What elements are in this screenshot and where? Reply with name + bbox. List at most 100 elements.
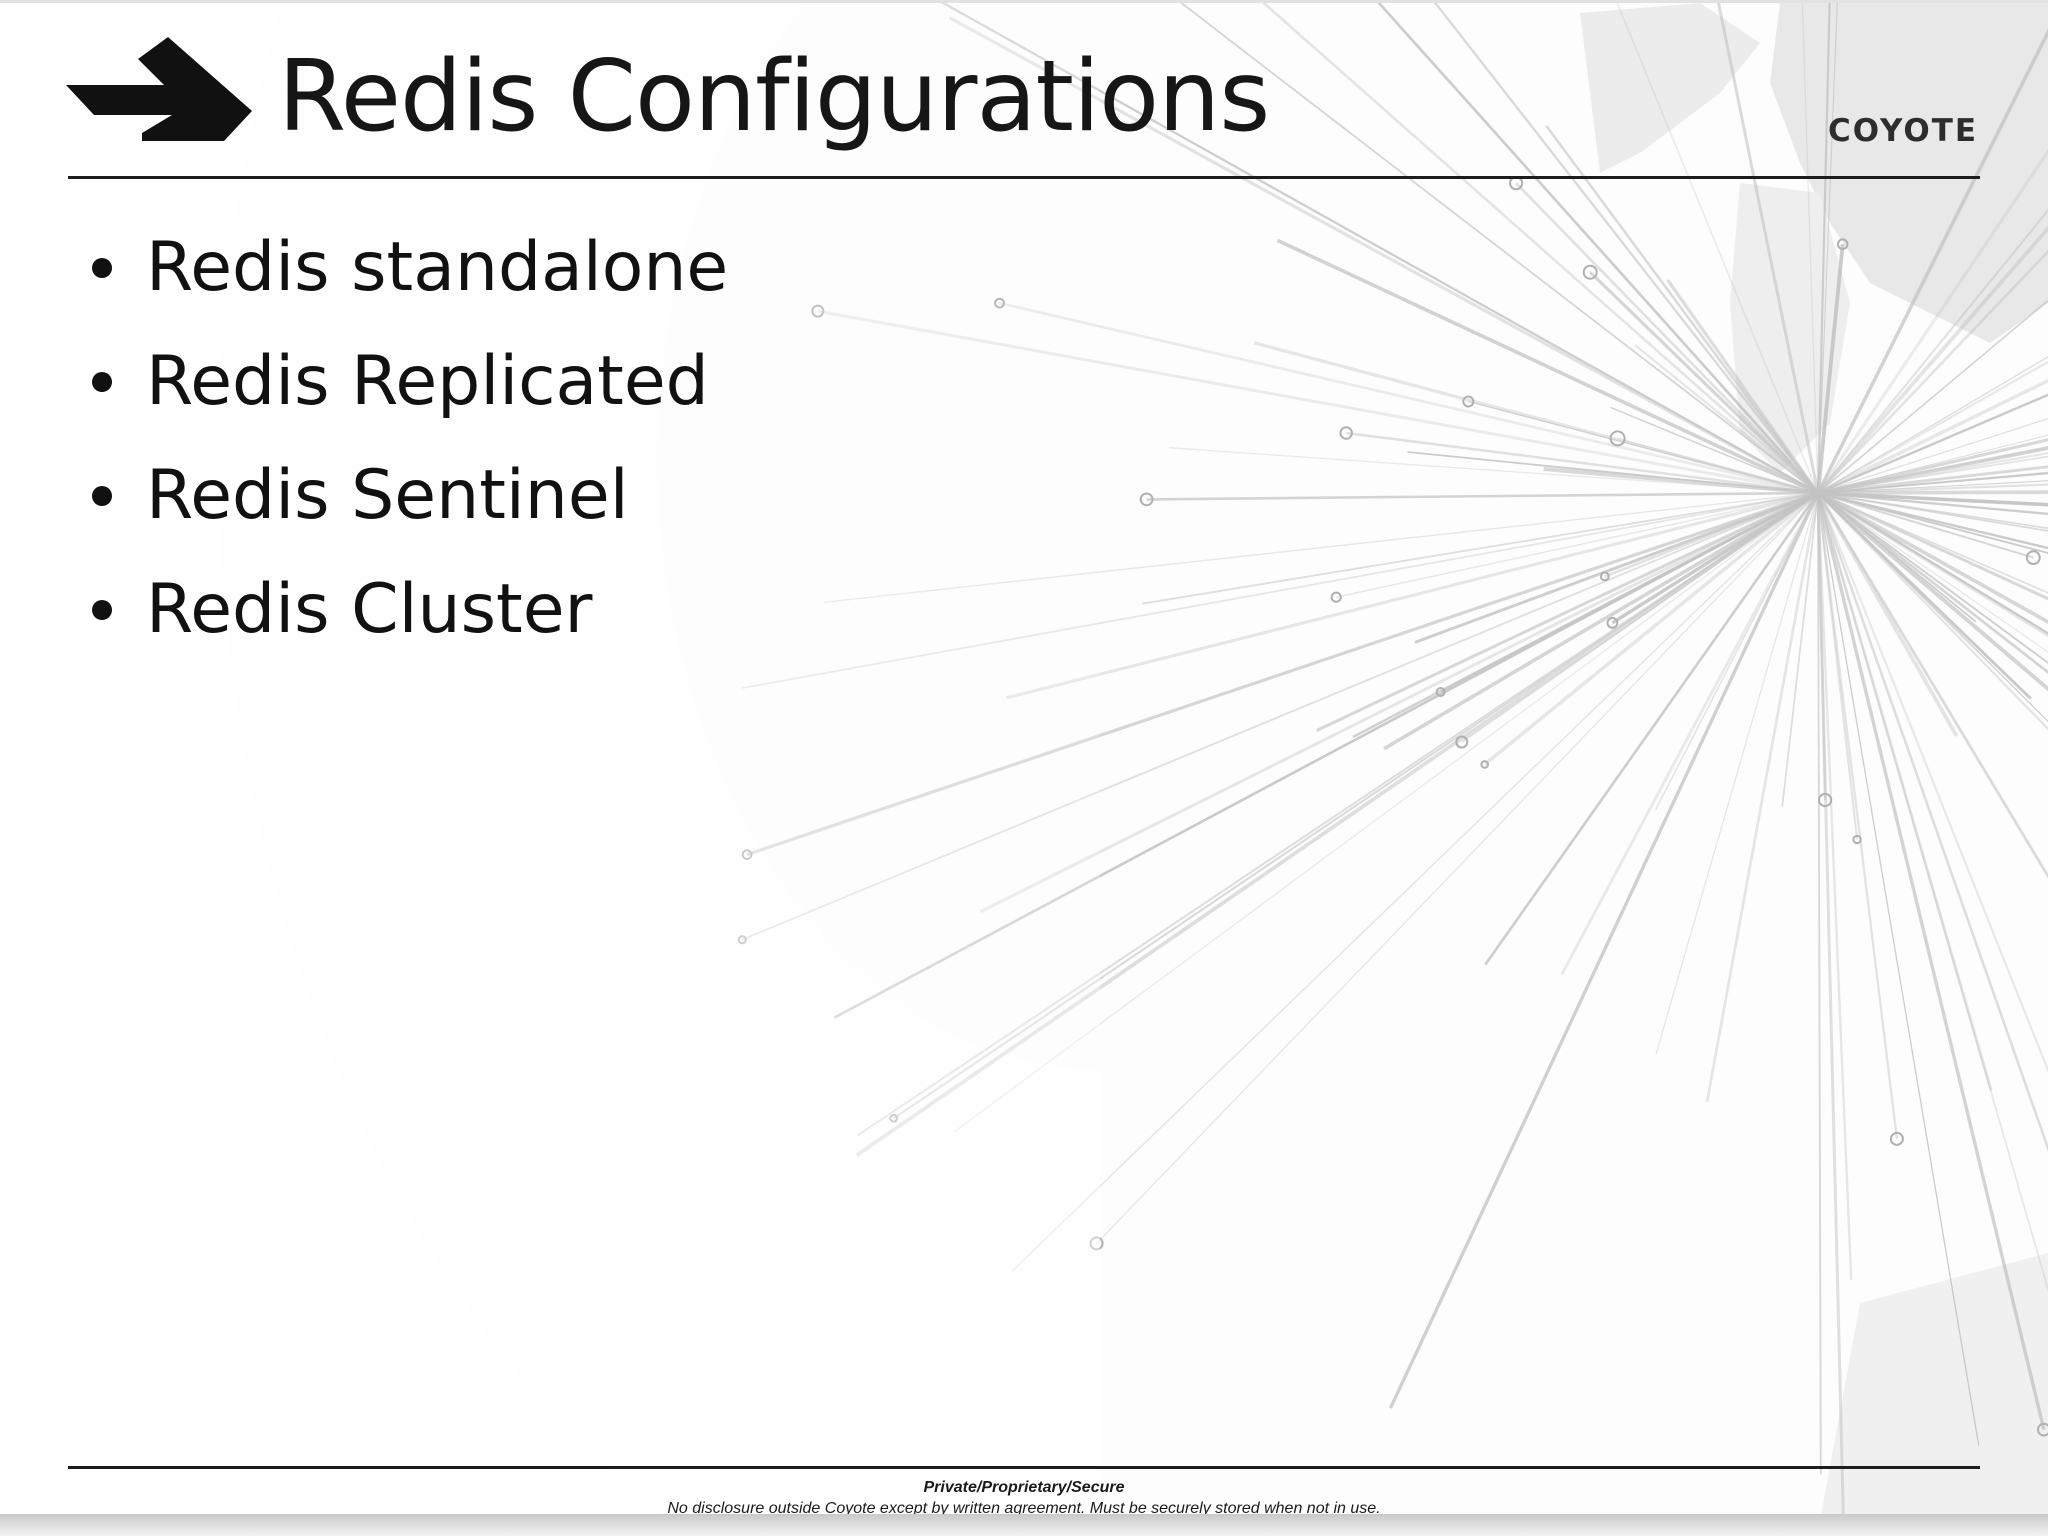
starburst-ray [1817,492,2048,554]
bullet-dot-icon [92,258,112,278]
starburst-ray [1817,447,2048,495]
slide-title: Redis Configurations [278,40,1270,154]
starburst-ray [1634,344,1819,494]
network-node [1480,760,1489,769]
starburst-ray [1816,492,2046,1430]
coyote-wordmark: COYOTE [1828,113,1979,149]
starburst-ray [1461,492,1819,743]
network-node [1435,687,1446,697]
starburst-ray [1484,492,1820,966]
footer-classification: Private/Proprietary/Secure [923,1479,1125,1496]
starburst-ray [1817,465,2048,495]
footer-notice: No disclosure outside Coyote except by w… [667,1500,1381,1517]
starburst-ray [1817,491,2048,601]
starburst-ray [1589,271,1820,495]
coyote-arrow-logo-icon [66,37,252,141]
starburst-ray [1817,208,2048,494]
starburst-ray [1816,492,1899,1140]
slide-bottom-edge [0,1514,2048,1536]
starburst-ray [1801,3,1819,494]
starburst-ray [1483,491,1820,766]
starburst-ray [1545,125,1820,494]
starburst-ray [1816,492,2048,1152]
starburst-ray [1816,492,1859,840]
bullet-text: Redis standalone [146,228,729,307]
starburst-ray [1817,299,2048,494]
starburst-ray [1817,492,2034,559]
starburst-ray [1817,249,2048,494]
network-node [1889,1131,1904,1146]
starburst-ray [1817,378,2048,495]
footer-divider [68,1466,1980,1469]
starburst-ray [1817,480,2048,494]
starburst-ray [1276,238,1819,495]
starburst-ray [1817,472,2048,494]
starburst-ray [1377,3,1820,494]
starburst-ray [1717,3,1820,494]
network-node [2037,1422,2048,1437]
bullet-dot-icon [92,486,112,506]
bullet-item: Redis Replicated [88,325,728,439]
network-node [1818,792,1833,808]
starburst-ray [1817,490,2048,495]
starburst-ray [1816,148,2048,494]
starburst-ray [1816,492,1827,801]
network-node [1836,238,1849,250]
starburst-ray [1817,492,1980,1446]
starburst-ray [1817,492,2048,594]
starburst-ray [1006,491,1819,700]
starburst-ray [1146,491,1819,501]
network-node [1462,395,1475,408]
network-node [1609,430,1626,447]
title-divider [68,176,1980,179]
starburst-ray [1383,491,1819,751]
starburst-ray [1817,491,2048,507]
starburst-ray [1817,492,2048,731]
starburst-ray [1817,492,1822,1475]
starburst-ray [1817,393,2048,495]
network-node [1599,571,1610,582]
starburst-ray [1611,491,1819,625]
bullet-item: Redis standalone [88,211,728,325]
starburst-ray [1816,492,1993,1091]
starburst-ray [1816,492,1845,1518]
starburst-ray [1817,418,2048,494]
starburst-ray [1515,182,1819,494]
starburst-ray [1560,492,1820,975]
starburst-ray [1616,3,1819,494]
starburst-ray [979,491,1819,914]
starburst-ray [1781,492,1819,807]
bullet-text: Redis Cluster [146,570,593,649]
starburst-ray [1816,3,1831,494]
network-node [1582,264,1598,280]
starburst-ray [1817,492,2048,1293]
starburst-ray [1655,492,1819,1055]
starburst-ray [1407,451,1819,494]
starburst-ray [1179,3,1819,494]
starburst-ray [1817,446,2048,495]
bullet-dot-icon [92,372,112,392]
network-node [2025,550,2041,565]
bullet-dot-icon [92,600,112,620]
starburst-ray [1817,451,2048,495]
network-starburst-map-background [0,3,2048,1518]
starburst-ray [1817,491,2048,550]
bullet-text: Redis Replicated [146,342,709,421]
starburst-ray [1816,244,1845,494]
starburst-ray [1336,492,1819,598]
starburst-ray [1817,492,2048,723]
starburst-ray [1352,491,1819,739]
starburst-ray [1817,491,2048,516]
starburst-ray [1142,492,1819,605]
starburst-ray [1816,225,2048,495]
starburst-ray [1817,492,2048,665]
starburst-ray [1816,491,2048,638]
network-node [1339,426,1353,440]
starburst-ray [1816,491,2032,700]
starburst-ray [1817,455,2048,494]
starburst-ray [1817,491,2048,601]
starburst-ray [1316,491,1819,732]
network-node [1606,617,1619,629]
starburst-ray [1817,491,2048,507]
starburst-ray [1468,400,1819,494]
